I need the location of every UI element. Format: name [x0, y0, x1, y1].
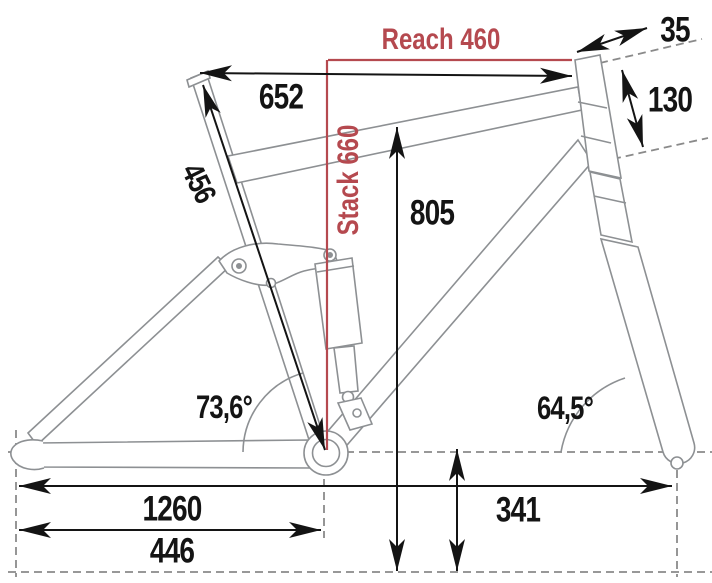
shock-top-pivot-dot: [326, 252, 333, 259]
head-angle-label: 64,5°: [536, 390, 594, 426]
reach-stack-lines: [325, 58, 572, 450]
stack-label: Stack 660: [332, 124, 365, 236]
head-tube-weld-line-top: [577, 101, 608, 109]
dim-35-label: 35: [660, 10, 690, 50]
head-angle-arc: [560, 377, 626, 453]
fork-leg: [599, 237, 696, 465]
dimension-lines: [19, 27, 672, 571]
rocker-pivot-dot: [236, 262, 243, 269]
dim-805-label: 805: [409, 193, 455, 233]
dim-456-seat-angle-line: [202, 84, 326, 451]
head-tube: [574, 54, 622, 180]
dim-35-line: [576, 27, 648, 53]
dim-130-label: 130: [647, 80, 693, 120]
shock-shaft: [333, 345, 359, 394]
shock-mount-bolt: [352, 408, 362, 418]
headtube-bottom-extension-dashed: [612, 137, 709, 160]
dim-341-label: 341: [495, 490, 541, 530]
dim-130-line: [621, 69, 644, 148]
chainstay: [28, 439, 314, 469]
dim-652-line: [199, 65, 573, 84]
fork-crown: [589, 170, 634, 244]
dim-652-label: 652: [258, 77, 304, 117]
fork-crown-line: [593, 195, 627, 204]
dim-1260-label: 1260: [142, 489, 202, 529]
headtube-top-extension-dashed: [599, 38, 703, 64]
seat-angle-label: 73,6°: [195, 389, 253, 425]
rear-dropout: [10, 439, 45, 471]
dim-446-label: 446: [149, 531, 195, 571]
reach-label: Reach 460: [381, 23, 501, 56]
front-axle: [670, 456, 684, 470]
head-tube-weld-line-bottom: [580, 135, 612, 144]
